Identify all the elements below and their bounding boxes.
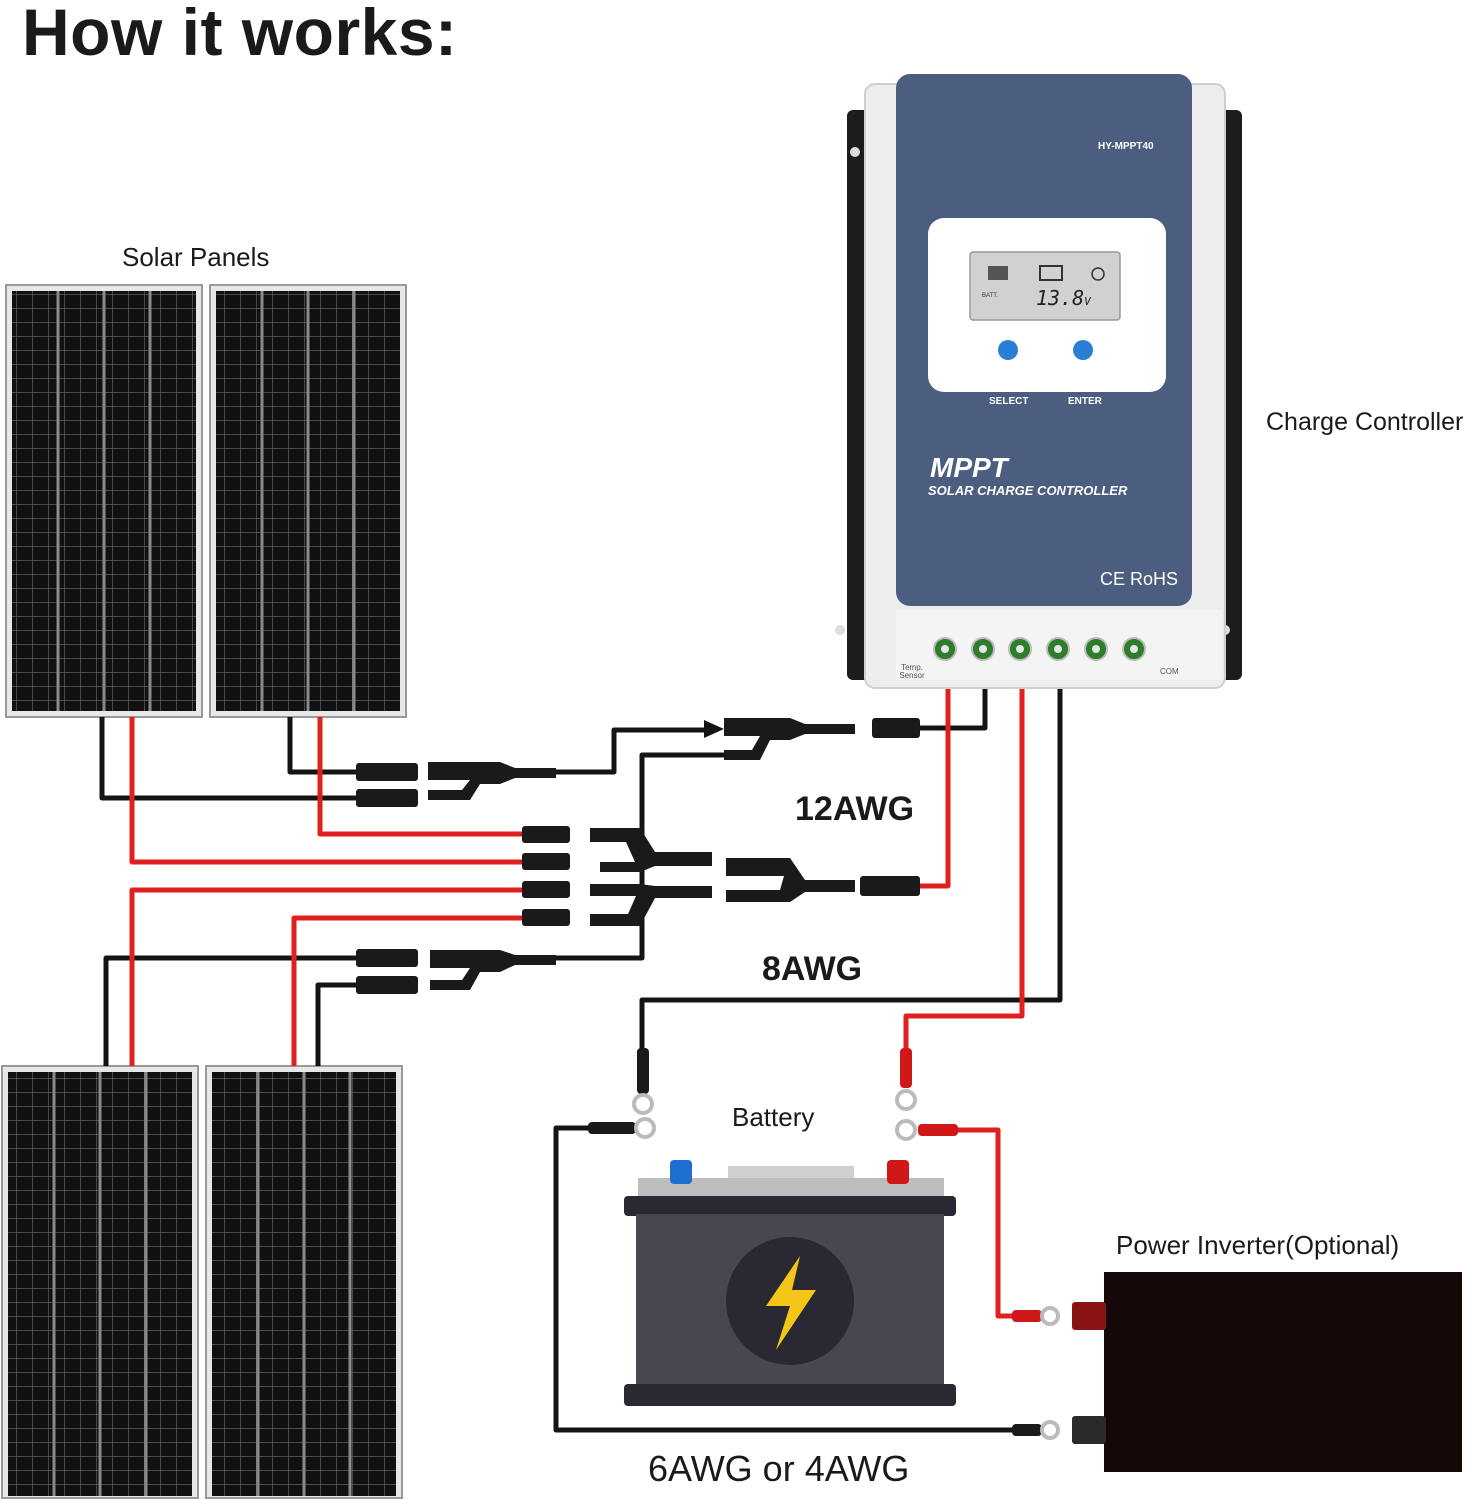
certification-marks: CE RoHS (1100, 569, 1179, 589)
solar-panels-label: Solar Panels (122, 242, 270, 272)
charge-controller-label: Charge Controller (1266, 408, 1464, 436)
solar-panel-bottom-left (1, 1065, 199, 1499)
select-button-label: SELECT (989, 396, 1029, 407)
lightning-bolt-icon (766, 1256, 816, 1350)
lcd-voltage-readout: 13.8V (1036, 286, 1091, 310)
battery (624, 1160, 956, 1406)
solar-panel-bottom-right (205, 1065, 403, 1499)
battery-positive-terminal (887, 1160, 909, 1184)
battery-label: Battery (732, 1102, 815, 1132)
ring-terminals (588, 1048, 1060, 1440)
solar-panel-top-left (5, 284, 203, 718)
controller-subtitle: SOLAR CHARGE CONTROLLER (928, 483, 1128, 498)
select-button[interactable] (998, 340, 1018, 360)
controller-brand: MPPT (930, 452, 1008, 483)
controller-model: HY-MPPT40 (1098, 141, 1154, 152)
battery-negative-terminal (670, 1160, 692, 1184)
mc4-connectors (356, 718, 920, 994)
enter-button-label: ENTER (1068, 396, 1102, 407)
wire-gauge-12awg: 12AWG (795, 790, 915, 828)
page-title: How it works: (22, 0, 458, 69)
lcd-batt-label: BATT. (982, 293, 998, 299)
power-inverter (1072, 1272, 1462, 1472)
charge-controller (835, 74, 1242, 689)
solar-panel-top-right (209, 284, 407, 718)
wire-gauge-8awg: 8AWG (762, 950, 863, 988)
wire-gauge-6awg: 6AWG or 4AWG (648, 1448, 910, 1489)
com-label: COM (1160, 667, 1179, 676)
positive-wires (129, 688, 1030, 1319)
enter-button[interactable] (1073, 340, 1093, 360)
arrow-icon (704, 720, 724, 738)
temp-sensor-label: Temp. Sensor (899, 663, 925, 680)
inverter-label: Power Inverter(Optional) (1116, 1230, 1400, 1260)
